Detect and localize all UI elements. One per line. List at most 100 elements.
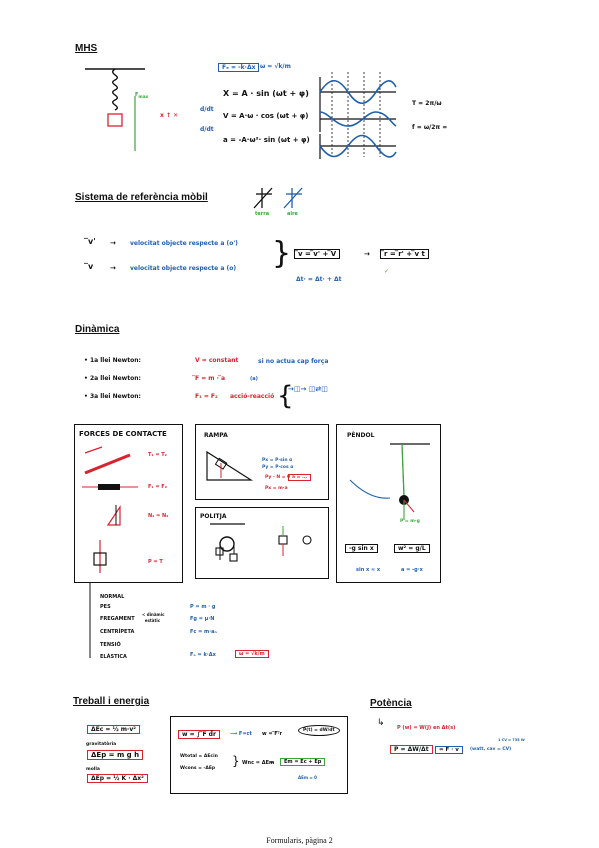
power-velocity-eq: = F · v <box>435 746 463 754</box>
elastic-energy-eq: ΔEp = ½ K · Δx² <box>87 774 148 783</box>
gravitational-label: gravitatòria <box>86 742 117 747</box>
pendol-panel <box>336 424 441 583</box>
law1-equation: V = constant <box>195 357 239 364</box>
contact-eq-2: F₁ = F₂ <box>148 484 167 490</box>
law2-label: • 2a llei Newton: <box>84 375 141 382</box>
power-circle-eq: P(t) = dW/dt <box>298 725 340 736</box>
rampa-eq4: Px = m·a <box>265 486 288 491</box>
work-dot-eq: w = ̅F·̅r <box>262 731 283 737</box>
force-elastica: ELÀSTICA <box>100 654 127 660</box>
pendol-eq3: sin x ≈ x <box>356 567 381 573</box>
terra-label: terra <box>255 211 270 217</box>
pulley-diagram <box>210 523 312 562</box>
potential-energy-eq: ΔEp = m g h <box>87 750 144 760</box>
rampa-eq4-box: a = ... <box>288 474 312 481</box>
pendol-eq4: a = -g·x <box>401 567 423 573</box>
dinamica-title: Dinàmica <box>75 324 120 335</box>
force-centripeta: CENTRÍPETA <box>100 629 135 635</box>
law3-note: acció-reacció <box>230 393 275 400</box>
law1-note: si no actua cap força <box>258 358 329 365</box>
v-symbol: ̅v <box>88 262 94 271</box>
law1-label: • 1a llei Newton: <box>84 357 141 364</box>
force-tensio: TENSIÓ <box>100 642 121 648</box>
v-prime-text: velocitat objecte respecte a (o') <box>130 240 238 247</box>
mhs-mid-label: x ↑ ✕ <box>160 112 179 119</box>
treball-title: Treball i energia <box>73 696 150 707</box>
green-mark-icon: ✓ <box>384 268 390 275</box>
contact-eq-1: T₁ = T₂ <box>148 452 167 458</box>
force-equation: Fₑ = -k·Δx <box>218 63 260 72</box>
arrow-icon: → <box>110 239 116 247</box>
arrow-icon: → <box>110 264 116 272</box>
mechanical-energy-eq: Em = Ec + Ep <box>280 758 326 766</box>
acceleration-equation: a = -A·ω²· sin (ωt + φ) <box>223 136 310 144</box>
power-units-note: (watt, cav = CV) <box>470 747 512 752</box>
elastica-equation: Fₑ = k·Δx <box>190 652 216 658</box>
position-sum-equation: ̅r = ̅r' + ̅v t <box>380 249 429 259</box>
velocity-equation: V = A·ω · cos (ωt + φ) <box>223 112 309 120</box>
work-integral-eq: w = ∫ ̅F d̅r <box>178 730 220 739</box>
brace-icon: } <box>272 236 292 271</box>
mhs-max-label: Fmax <box>135 92 149 99</box>
aire-label: aire <box>287 211 298 217</box>
kinetic-energy-eq: ΔEc = ½ m·v² <box>87 725 140 734</box>
page-footer: Formularis, pàgina 2 <box>266 836 333 845</box>
force-pes: PES <box>100 604 111 610</box>
potencia-title: Potència <box>370 698 412 709</box>
force-normal: NORMAL <box>100 594 125 600</box>
axes-icons <box>253 187 303 209</box>
reference-frame-title: Sistema de referència mòbil <box>75 192 208 203</box>
omega-equation: ω = √k/m <box>260 63 291 70</box>
v-text: velocitat objecte respecte a (o) <box>130 265 237 272</box>
arrow-icon: ⟶ F=ct <box>230 731 252 737</box>
contact-eq-3: N₁ = N₂ <box>148 513 169 519</box>
brace-icon: { <box>277 381 294 411</box>
politja-title: POLITJA <box>200 513 227 520</box>
force-fregament: FREGAMENT <box>100 616 135 622</box>
pendol-title: PÈNDOL <box>347 432 375 439</box>
law2-equation: ̅F = m · ̅a <box>195 375 226 382</box>
elastica-omega-box: ω = √k/m <box>235 650 269 658</box>
arrow-icon: → <box>364 250 370 258</box>
frequency-equation: f = ω/2π = <box>412 124 448 131</box>
forces-contact-panel <box>74 424 183 583</box>
mhs-title: MHS <box>75 43 98 54</box>
pendol-eq1: -g sin x <box>345 544 378 553</box>
rampa-title: RAMPA <box>204 432 228 439</box>
fregament-equation: Fg = μ·N <box>190 616 215 622</box>
pendol-eq2: w² = g/L <box>394 544 430 553</box>
corner-arrow-icon: ↳ <box>377 718 385 728</box>
period-equation: T = 2π/ω <box>412 100 442 107</box>
rampa-panel <box>195 424 329 500</box>
velocity-sum-equation: ̅v = ̅v' + ̅V <box>294 249 341 259</box>
law2-note: (a) <box>250 376 258 382</box>
centripeta-equation: Fc = m·aₙ <box>190 629 217 635</box>
mhs-wave-graphs <box>319 72 397 159</box>
v-prime-symbol: ̅v' <box>88 237 96 246</box>
position-equation: X = A · sin (ωt + φ) <box>223 89 309 98</box>
law3-equation: F₁ = F₂ <box>195 393 218 400</box>
work-conservative-eq: Wcons = -ΔEp <box>180 766 216 771</box>
mechanical-energy-note: ΔEm = 0 <box>298 775 317 780</box>
spring-diagram <box>85 68 145 151</box>
work-total-eq: Wtotal = ΔEcin <box>180 754 218 759</box>
forces-list-tree <box>89 583 91 658</box>
fregament-types: < dinàmic estàtic <box>142 612 165 623</box>
spring-label: molla <box>86 767 100 772</box>
pes-equation: P = m · g <box>190 604 216 610</box>
pendulum-diagram <box>349 443 430 520</box>
law3-label: • 3a llei Newton: <box>84 393 141 400</box>
work-nc-eq: Wnc = ΔEm <box>242 760 275 766</box>
brace-icon: } <box>232 754 240 768</box>
cv-note: 1 CV = 735 W <box>498 738 525 742</box>
delta-equation: Δt· = Δt· + Δt <box>296 276 342 283</box>
arrow-icon: → <box>270 760 275 766</box>
forces-contact-title: FORCES DE CONTACTE <box>79 430 167 438</box>
power-definition: P (w) = W(J) en Δt(s) <box>397 725 456 731</box>
contact-forces-diagrams <box>82 446 138 573</box>
action-reaction-icon: →◫→ ◫⇄◫ <box>288 385 328 393</box>
contact-eq-4: P = T <box>148 559 163 565</box>
politja-panel <box>195 507 329 579</box>
